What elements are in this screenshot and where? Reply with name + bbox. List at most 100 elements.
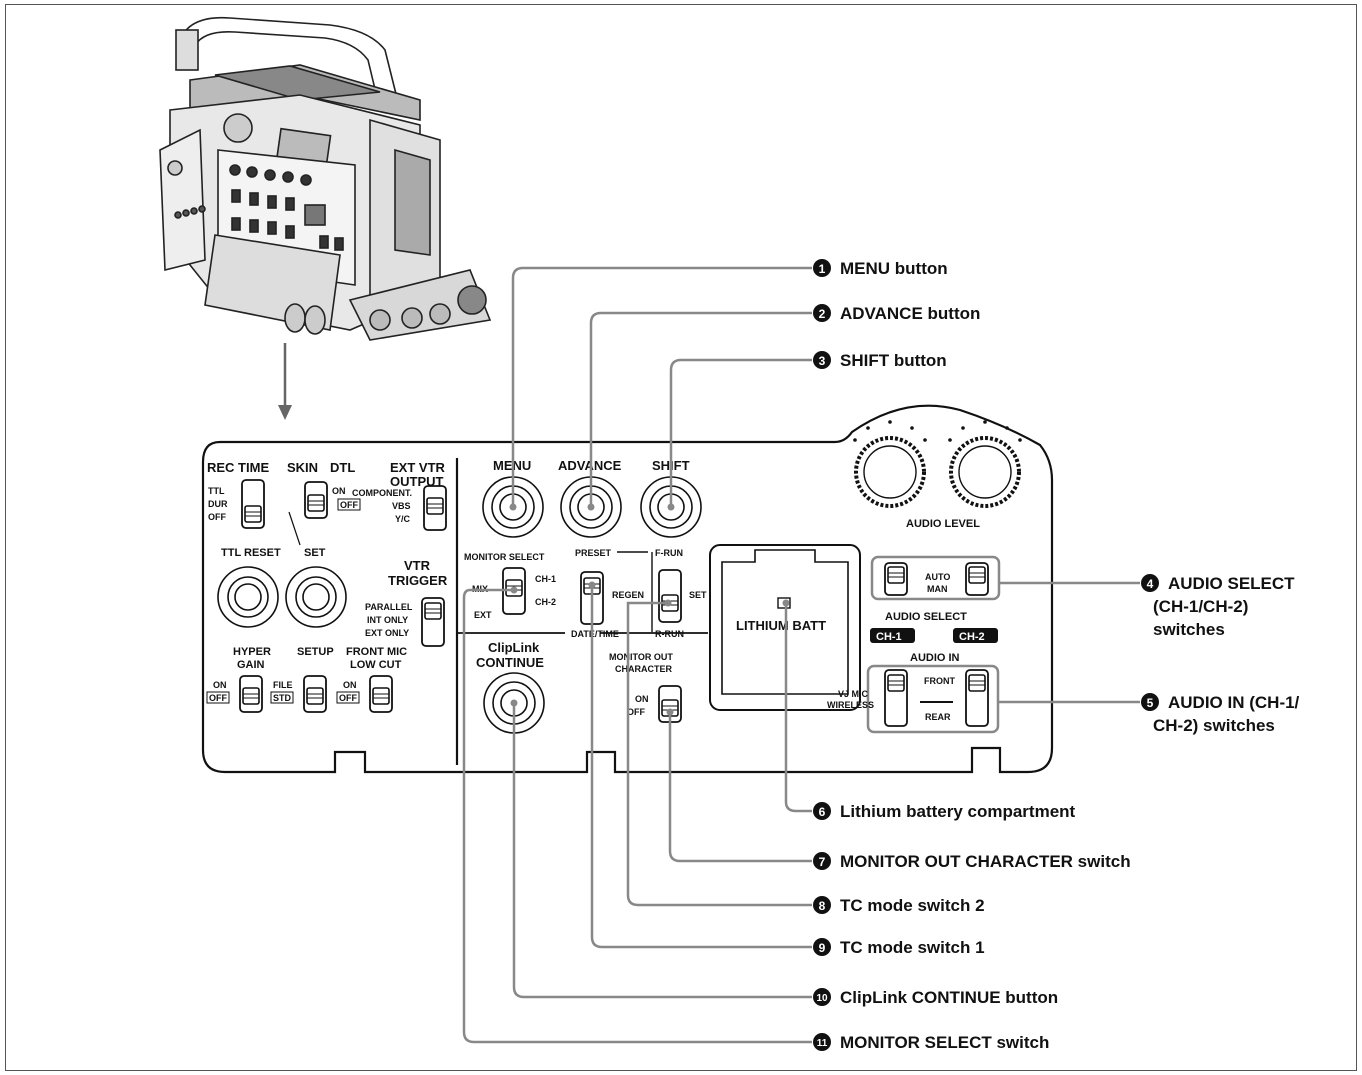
front-label: FRONT [924,676,955,686]
regen-label: REGEN [612,590,644,600]
lowcut-off-box [336,691,360,704]
callout-5: 5 AUDIO IN (CH-1/ CH-2) switches [1141,693,1300,735]
callout-marker-11 [813,1033,831,1051]
front-mic-label: FRONT MIC [346,646,407,658]
callout-num-10: 10 [816,993,828,1004]
callout-11: 11 MONITOR SELECT switch [813,1033,1049,1052]
ch1-badge [870,628,915,643]
callout-text-10: ClipLink CONTINUE button [840,988,1058,1007]
off-label: OFF [208,512,226,522]
audio-in-highlight [866,664,1000,734]
hyper-off-label: OFF [209,693,227,703]
leader-lines [462,266,1140,1044]
callout-num-4: 4 [1147,577,1154,591]
callout-text-5b: CH-2) switches [1153,716,1275,735]
dur-label: DUR [208,499,228,509]
skin-dtl-switch[interactable] [304,481,328,519]
leader-3 [669,358,812,507]
callout-text-4b: (CH-1/CH-2) [1153,597,1248,616]
parallel-label: PARALLEL [365,602,413,612]
callout-text-3: SHIFT button [840,351,947,370]
callout-marker-6 [813,802,831,820]
callout-num-9: 9 [819,941,826,955]
rear-label: REAR [925,712,951,722]
figure-border [5,4,1357,1071]
callout-num-8: 8 [819,899,826,913]
set-button[interactable] [285,566,347,628]
vtr-trigger-switch[interactable] [421,597,445,647]
audio-in-switch-ch1[interactable] [884,669,908,727]
callout-num-5: 5 [1147,696,1154,710]
callout-marker-8 [813,896,831,914]
callout-text-5a: AUDIO IN (CH-1/ [1168,693,1300,712]
callout-num-6: 6 [819,805,826,819]
callout-7: 7 MONITOR OUT CHARACTER switch [813,852,1131,871]
leader-6 [784,603,812,813]
ttl-reset-label: TTL RESET [221,547,281,559]
callout-marker-1 [813,259,831,277]
callout-text-1: MENU button [840,259,948,278]
leader-9 [590,585,812,949]
callout-text-9: TC mode switch 1 [840,938,985,957]
tc-mode-switch-2[interactable] [658,569,682,623]
leader-1 [511,266,812,507]
audio-level-knob-ch2[interactable] [949,436,1021,508]
ttl-label: TTL [208,486,225,496]
callout-marker-9 [813,938,831,956]
ext-vtr-label: EXT VTR [390,460,446,475]
hyper-on-label: ON [213,680,227,690]
dtl-on-label: ON [332,486,346,496]
auto-label: AUTO [925,572,950,582]
callout-marker-3 [813,351,831,369]
f-run-label: F-RUN [655,548,683,558]
callout-8: 8 TC mode switch 2 [813,896,985,915]
audio-in-switch-ch2[interactable] [965,669,989,727]
date-time-label: DATE/TIME [571,629,619,639]
lowcut-on-label: ON [343,680,357,690]
hyper-gain-switch[interactable] [239,675,263,713]
callout-4: 4 AUDIO SELECT (CH-1/CH-2) switches [1141,574,1295,639]
callout-9: 9 TC mode switch 1 [813,938,985,957]
r-run-label: R-RUN [655,629,684,639]
ttl-reset-button[interactable] [217,566,279,628]
man-label: MAN [927,584,948,594]
callout-text-11: MONITOR SELECT switch [840,1033,1049,1052]
lowcut-off-label: OFF [339,693,357,703]
audio-select-label: AUDIO SELECT [885,611,967,623]
rec-time-label: REC TIME [207,460,269,475]
callout-text-4c: switches [1153,620,1225,639]
gain-label: GAIN [237,659,265,671]
dtl-label: DTL [330,460,355,475]
leader-2 [589,311,812,507]
std-box [270,691,294,704]
setup-switch[interactable] [303,675,327,713]
pointer-arrow-head [278,405,292,420]
front-mic-low-cut-switch[interactable] [369,675,393,713]
trigger-label: TRIGGER [388,573,448,588]
audio-level-label: AUDIO LEVEL [906,518,980,530]
callout-marker-7 [813,852,831,870]
preset-label: PRESET [575,548,612,558]
monitor-out-label: MONITOR OUT [609,652,673,662]
ext-vtr-output-switch[interactable] [423,485,447,531]
callout-1: 1 MENU button [813,259,948,278]
leader-8 [626,601,812,907]
audio-level-knob-ch1[interactable] [854,436,926,508]
camcorder-illustration [159,16,492,341]
callout-num-2: 2 [819,307,826,321]
low-cut-label: LOW CUT [350,659,402,671]
char-off-label: OFF [627,707,645,717]
audio-select-switch-ch1[interactable] [884,562,908,596]
audio-select-switch-ch2[interactable] [965,562,989,596]
vtr-label: VTR [404,558,431,573]
lithium-batt-label: LITHIUM BATT [736,618,826,633]
rec-time-switch[interactable] [241,479,265,529]
set-label: SET [304,547,326,559]
character-label: CHARACTER [615,664,672,674]
vbs-label: VBS [392,501,411,511]
ch1-label: CH-1 [535,574,556,584]
continue-label: CONTINUE [476,655,544,670]
leader-7 [668,712,812,863]
callout-num-7: 7 [819,855,826,869]
